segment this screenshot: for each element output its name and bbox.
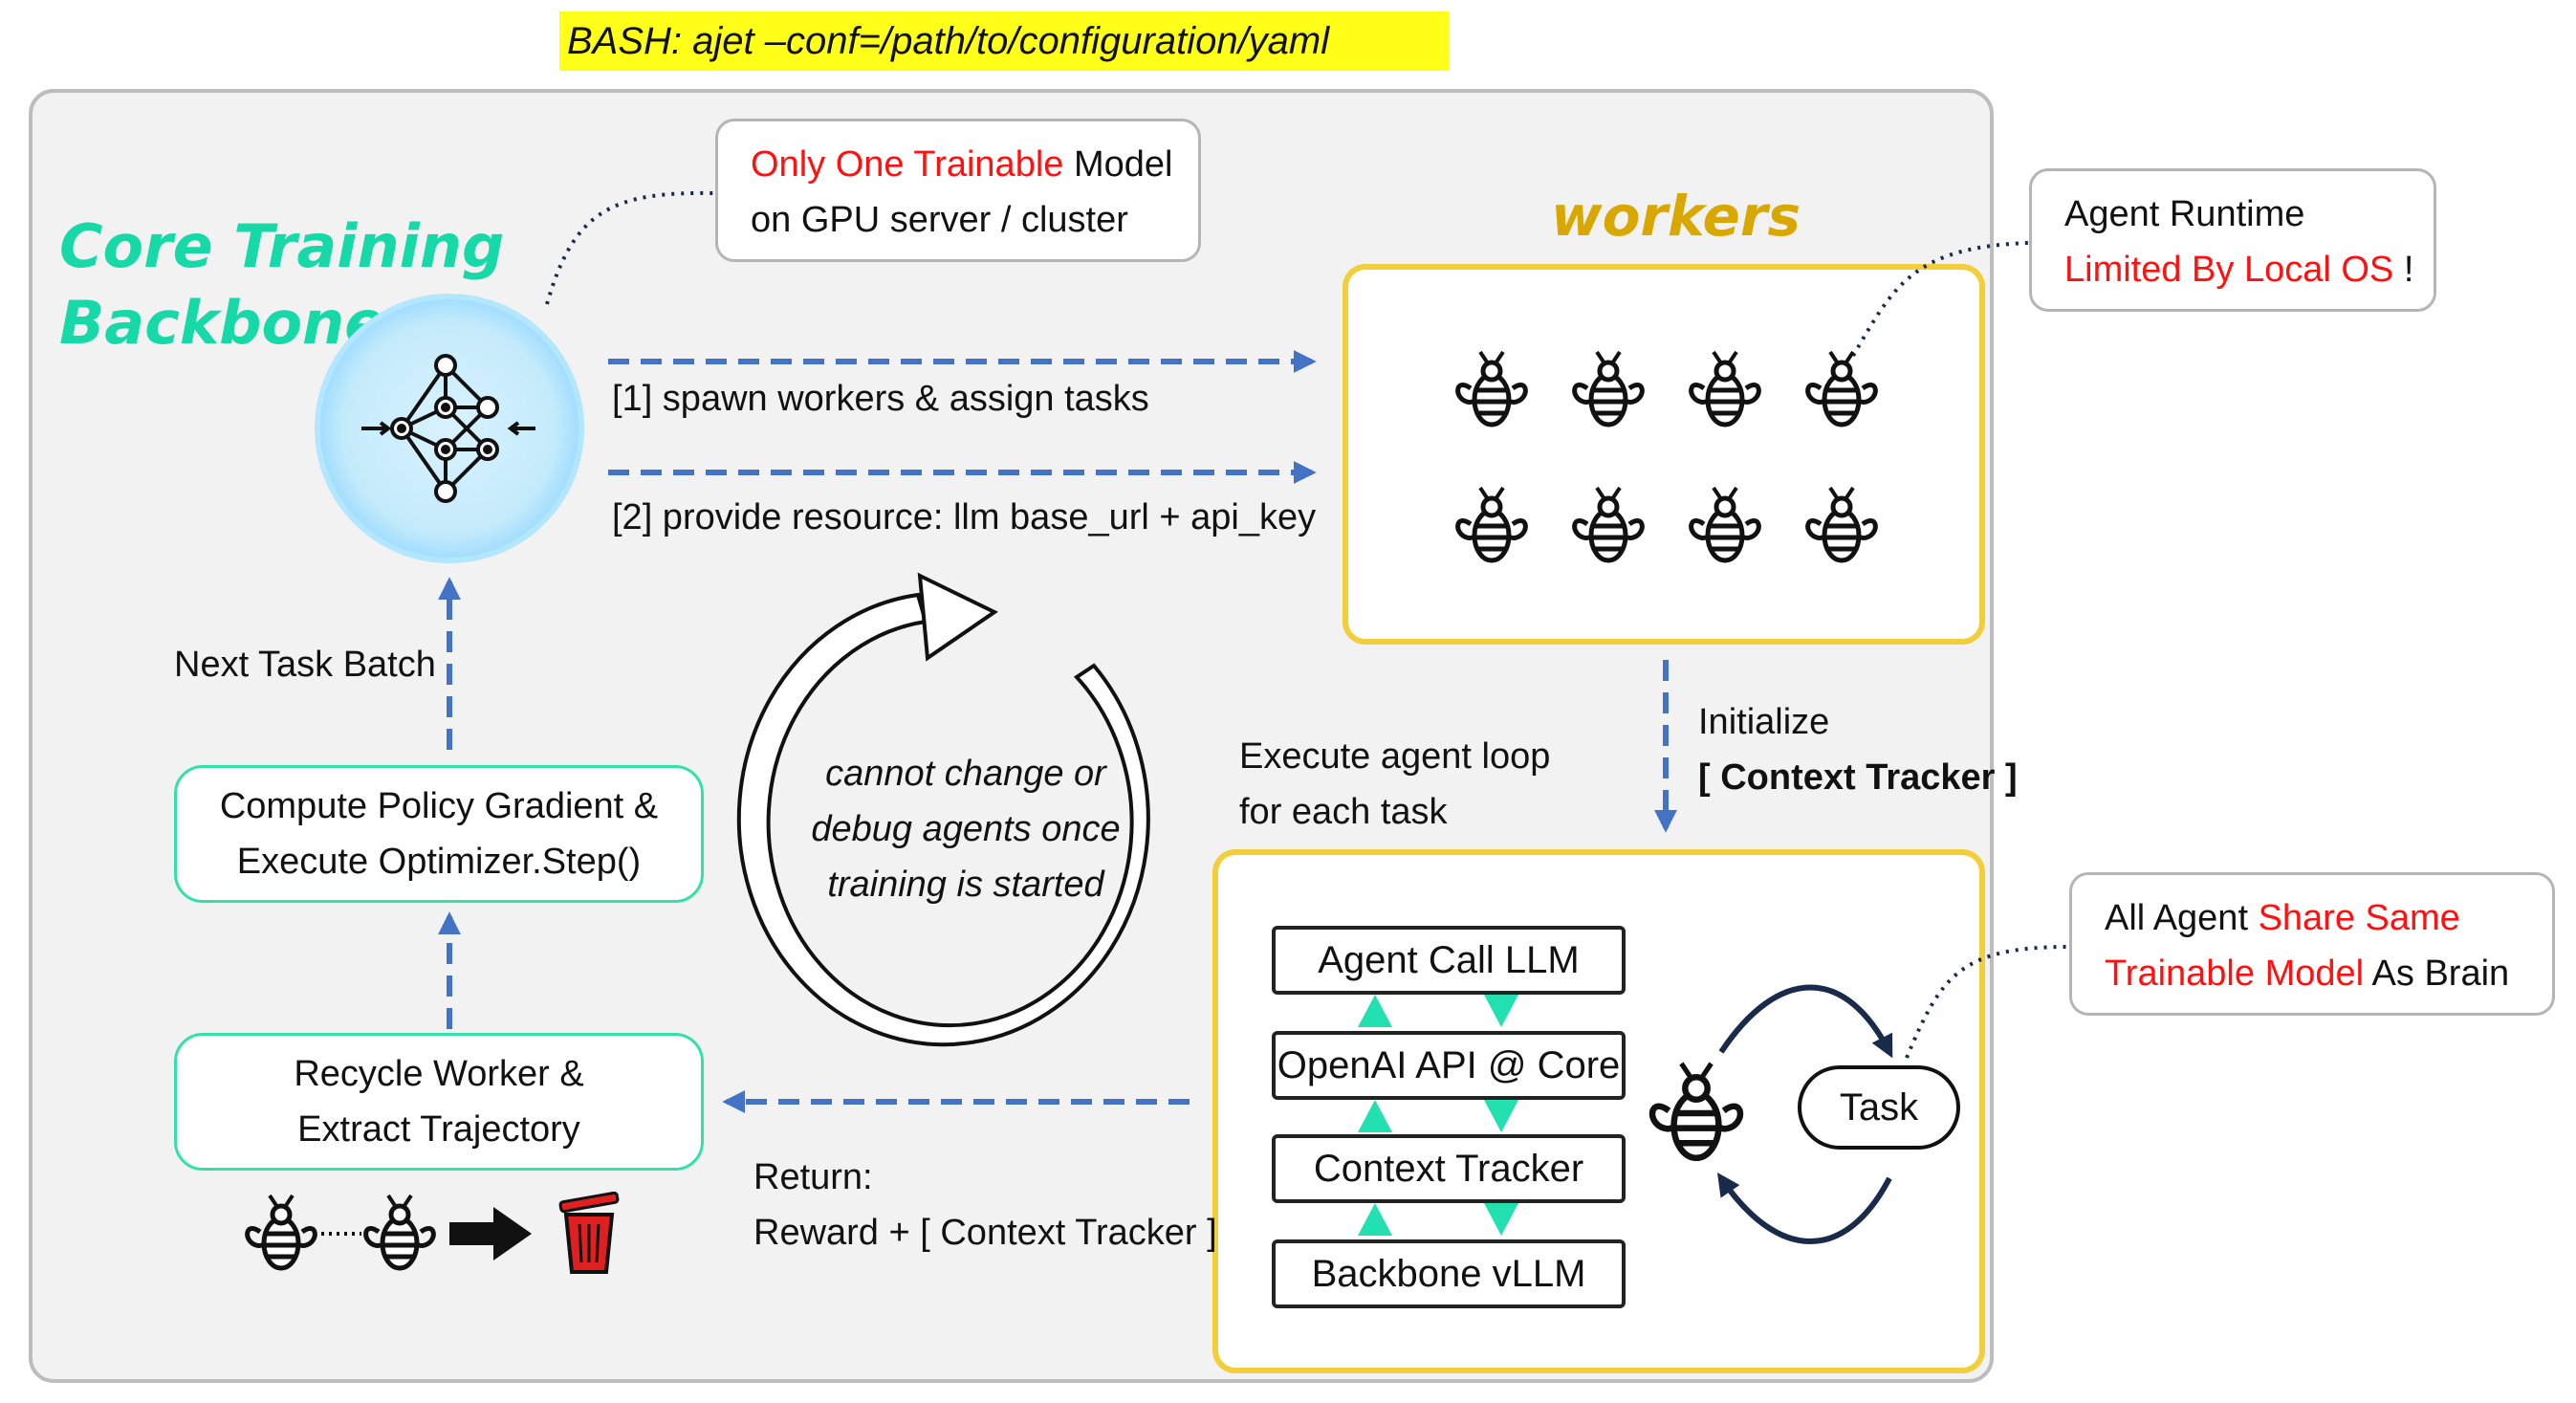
model-callout-red: Only One Trainable [751, 144, 1064, 185]
cycle-line1: cannot change or [825, 754, 1106, 794]
spawn-label: [1] spawn workers & assign tasks [612, 379, 1149, 419]
policy-gradient-box: Compute Policy Gradient & Execute Optimi… [174, 765, 704, 903]
stack-backbone-vllm: Backbone vLLM [1272, 1239, 1626, 1308]
brain-callout-rest: As Brain [2364, 954, 2510, 994]
cycle-warning-text: cannot change or debug agents once train… [794, 746, 1138, 912]
initialize-line2: [ Context Tracker ] [1698, 757, 2018, 798]
return-label: Return: Reward + [ Context Tracker ] [753, 1150, 1217, 1261]
cycle-line3: training is started [827, 865, 1104, 905]
runtime-callout-rest: ! [2393, 250, 2414, 290]
brain-callout: All Agent Share Same Trainable Model As … [2069, 872, 2555, 1016]
worker-bees [1458, 352, 1876, 560]
core-circle [315, 294, 584, 563]
trash-icon [558, 1191, 620, 1274]
recycle-line1: Recycle Worker & [294, 1054, 584, 1094]
cycle-arrow [736, 572, 1150, 1047]
brain-callout-line1: All Agent [2105, 898, 2259, 938]
execute-line1: Execute agent loop [1239, 736, 1551, 777]
return-line2: Reward + [ Context Tracker ] [753, 1213, 1217, 1253]
initialize-label: Initialize [ Context Tracker ] [1698, 694, 2018, 805]
workers-box [1343, 264, 1985, 645]
execute-line2: for each task [1239, 792, 1448, 832]
recycle-icons [248, 1191, 620, 1274]
next-batch-label: Next Task Batch [174, 645, 436, 685]
execute-label: Execute agent loop for each task [1239, 729, 1550, 840]
stack-context-tracker: Context Tracker [1272, 1134, 1626, 1203]
loop-arrow-top [1718, 984, 1893, 1059]
bash-command-banner: BASH: ajet –conf=/path/to/configuration/… [559, 11, 1449, 71]
runtime-callout-line1: Agent Runtime [2064, 194, 2305, 234]
model-callout-rest: Model [1063, 144, 1173, 185]
recycle-worker-box: Recycle Worker & Extract Trajectory [174, 1033, 704, 1171]
policy-line1: Compute Policy Gradient & [219, 786, 659, 826]
recycle-line2: Extract Trajectory [297, 1109, 580, 1150]
core-title: Core Training Backbone [59, 208, 504, 362]
cycle-line2: debug agents once [811, 809, 1121, 849]
runtime-callout-connector [1851, 241, 2030, 358]
return-line1: Return: [753, 1157, 873, 1197]
model-callout-line2: on GPU server / cluster [751, 200, 1128, 240]
workers-title: workers [1551, 184, 1801, 249]
stack-flow-triangles [1358, 995, 1518, 1236]
core-title-line1: Core Training [59, 211, 505, 281]
initialize-line1: Initialize [1698, 702, 1830, 742]
runtime-callout-red: Limited By Local OS [2064, 250, 2394, 290]
arrow-right-icon [449, 1207, 532, 1261]
runtime-callout: Agent Runtime Limited By Local OS ! [2029, 168, 2436, 312]
brain-callout-red1: Share Same [2258, 898, 2460, 938]
core-title-line2: Backbone [59, 288, 385, 358]
provide-label: [2] provide resource: llm base_url + api… [612, 497, 1317, 537]
agent-bee-icon [1652, 1063, 1740, 1158]
task-pill: Task [1798, 1065, 1960, 1150]
loop-arrow-bottom [1716, 1173, 1892, 1244]
stack-openai-api: OpenAI API @ Core [1272, 1031, 1626, 1100]
model-callout-connector [545, 190, 716, 305]
brain-callout-red2: Trainable Model [2105, 954, 2365, 994]
stack-agent-call-llm: Agent Call LLM [1272, 926, 1626, 995]
brain-callout-connector [1905, 945, 2070, 1059]
model-callout: Only One Trainable Model on GPU server /… [715, 119, 1201, 262]
policy-line2: Execute Optimizer.Step() [236, 842, 642, 882]
